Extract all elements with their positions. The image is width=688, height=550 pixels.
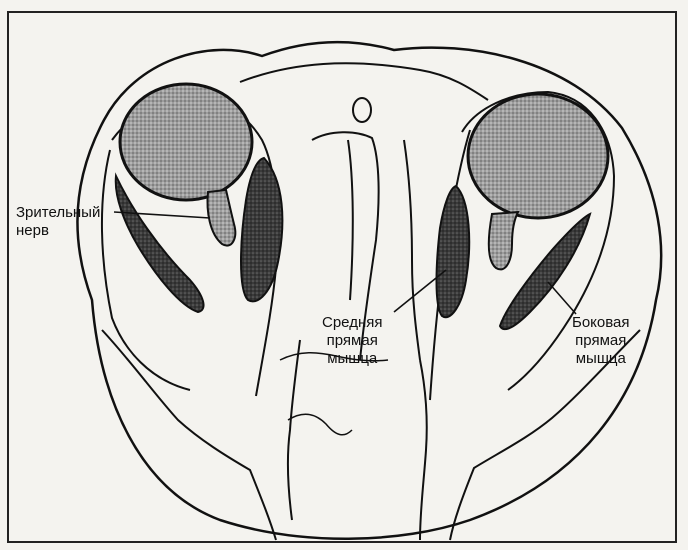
left-medial-rectus-muscle: [241, 158, 282, 301]
lateral-rectus-label: Боковая прямая мышца: [572, 314, 630, 368]
medial-rectus-label: Средняя прямая мышца: [322, 314, 382, 368]
left-ethmoid-contour: [288, 340, 300, 520]
medial-rectus-label-line-1: Средняя: [322, 314, 382, 332]
lateral-rectus-label-line-2: прямая: [572, 332, 630, 350]
left-optic-nerve: [208, 190, 236, 246]
optic-nerve-label: Зрительный нерв: [16, 204, 100, 240]
right-eyeball: [468, 94, 608, 218]
right-optic-nerve: [489, 212, 518, 269]
ethmoid-cells-middle: [288, 414, 352, 435]
optic-nerve-label-line-2: нерв: [16, 222, 100, 240]
image-border: [8, 12, 676, 542]
lateral-rectus-leader-line: [548, 282, 576, 314]
medial-rectus-label-line-2: прямая: [322, 332, 382, 350]
lateral-rectus-label-line-3: мышца: [572, 350, 630, 368]
nasal-septum: [348, 140, 353, 300]
right-ethmoid-contour: [420, 360, 427, 540]
right-medial-rectus-muscle: [437, 186, 470, 317]
left-eyeball: [120, 84, 252, 200]
crista-galli: [353, 98, 371, 122]
lateral-rectus-label-line-1: Боковая: [572, 314, 630, 332]
optic-nerve-label-line-1: Зрительный: [16, 204, 100, 222]
right-nasal-wall: [404, 140, 420, 360]
medial-rectus-label-line-3: мышца: [322, 350, 382, 368]
forehead-contour: [240, 63, 488, 100]
